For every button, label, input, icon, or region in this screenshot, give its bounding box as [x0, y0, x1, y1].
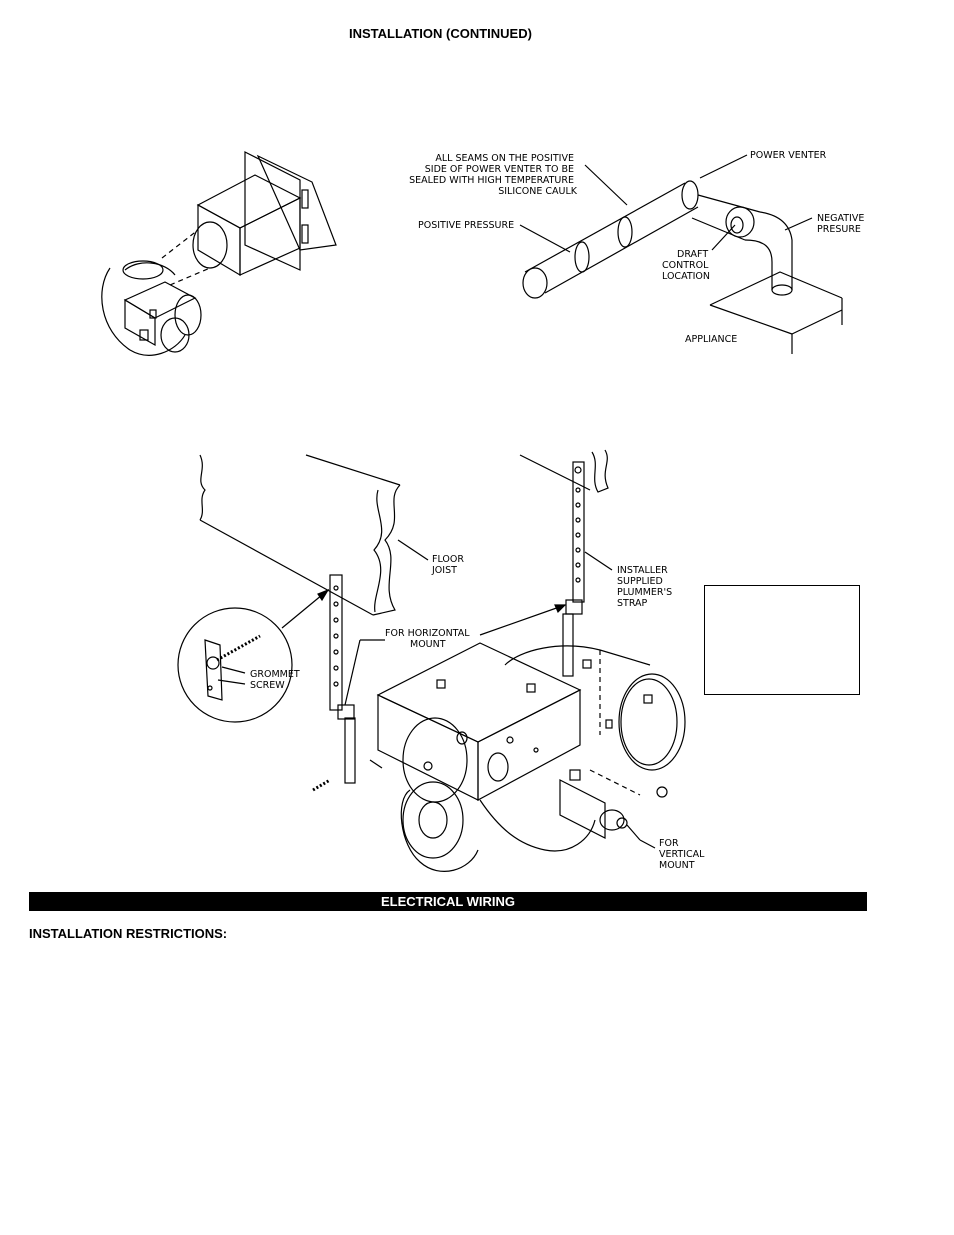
negative-pressure-line: PRESURE [817, 224, 861, 235]
svg-text:NEGATIVE PRESURE: NEGATIVE PRESURE [817, 213, 867, 235]
seams-note-line: SEALED WITH HIGH TEMPERATURE [409, 175, 574, 186]
seams-note-line: SIDE OF POWER VENTER TO BE [425, 164, 574, 175]
svg-text:ALL SEAMS ON THE POSITIVE: ALL SEAMS ON THE POSITIVE SIDE OF POWER … [409, 153, 578, 197]
draft-control-line: DRAFT [677, 249, 708, 260]
installer-strap-line: PLUMMER'S [617, 587, 672, 598]
seams-note-line: ALL SEAMS ON THE POSITIVE [435, 153, 574, 164]
floor-joist-line: FLOOR [432, 554, 464, 565]
vertical-mount-line: MOUNT [659, 860, 695, 871]
horizontal-mount-line: FOR HORIZONTAL [385, 628, 470, 639]
vertical-mount-line: FOR [659, 838, 679, 849]
draft-control-line: LOCATION [662, 271, 710, 282]
negative-pressure-line: NEGATIVE [817, 213, 864, 224]
appliance-label: APPLIANCE [685, 334, 737, 345]
grommet-label: GROMMET [250, 669, 300, 680]
svg-text:FOR HORIZONTAL MOUNT: FOR HORIZONTAL MOUNT [385, 628, 473, 650]
bottom-leader-lines [217, 539, 656, 849]
positive-pressure-label: POSITIVE PRESSURE [418, 220, 514, 231]
installer-strap-line: INSTALLER [617, 565, 668, 576]
floor-joist-line: JOIST [431, 565, 457, 576]
installer-strap-line: SUPPLIED [617, 576, 663, 587]
vertical-mount-line: VERTICAL [659, 849, 705, 860]
wall-mount-venter-drawing [101, 151, 337, 356]
page-heading: INSTALLATION (CONTINUED) [349, 26, 532, 41]
draft-control-line: CONTROL [662, 260, 709, 271]
installation-restrictions-heading: INSTALLATION RESTRICTIONS: [29, 926, 228, 941]
horizontal-mount-line: MOUNT [410, 639, 446, 650]
seams-note-line: SILICONE CAULK [498, 186, 578, 197]
svg-text:INSTALLER SUPPLIED PLU: INSTALLER SUPPLIED PLUMMER'S STRAP [617, 565, 675, 609]
power-venter-label: POWER VENTER [750, 150, 827, 161]
joist-mount-drawing [177, 449, 686, 872]
top-leader-lines [519, 154, 813, 253]
blank-callout-box [704, 585, 860, 695]
svg-text:FOR VERTICAL MOUNT: FOR VERTICAL MOUNT [659, 838, 707, 871]
vent-piping-drawing [522, 180, 843, 354]
svg-text:FLOOR JOIST: FLOOR JOIST [431, 554, 467, 576]
installation-diagrams: ALL SEAMS ON THE POSITIVE SIDE OF POWER … [101, 150, 867, 872]
svg-text:DRAFT CONTROL LOCATION: DRAFT CONTROL LOCATION [662, 249, 711, 282]
screw-label: SCREW [250, 680, 285, 691]
electrical-wiring-section-header: ELECTRICAL WIRING [29, 892, 867, 911]
installer-strap-line: STRAP [617, 598, 648, 609]
